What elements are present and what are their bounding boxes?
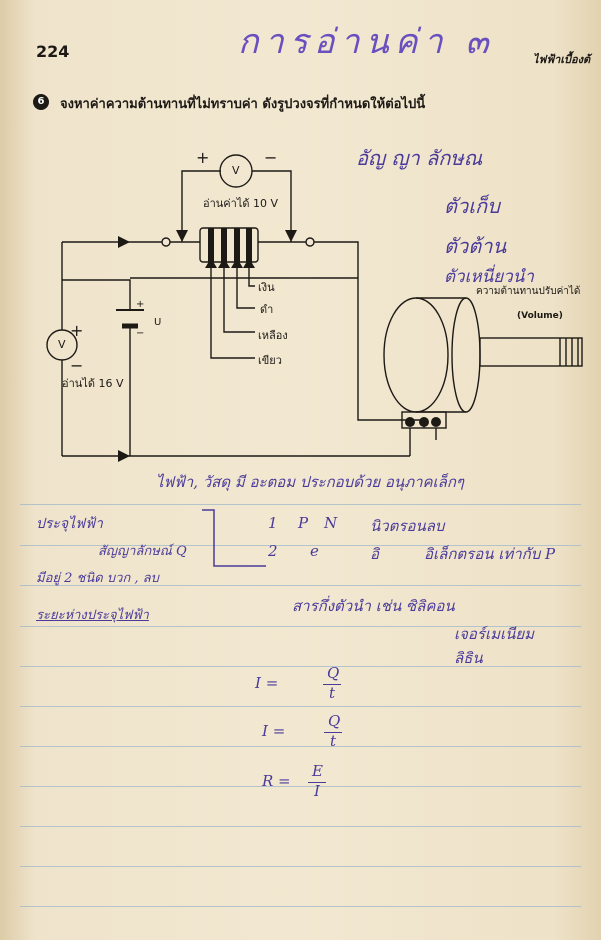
band-label-black: ดำ	[260, 303, 274, 316]
pot-label: ความต้านทานปรับค่าได้	[476, 286, 581, 297]
left-meter-minus: −	[70, 356, 84, 375]
formula-3-bar	[308, 782, 326, 783]
band1-arrow	[243, 258, 255, 268]
formula-3-num: E	[312, 762, 323, 780]
table-row2-e: e	[310, 542, 319, 560]
pot-lead-mid	[357, 278, 425, 428]
band-2	[234, 228, 240, 262]
table-row1-desc: นิวตรอนลบ	[370, 517, 445, 535]
top-meter-lead-right	[252, 170, 292, 242]
top-meter-plus: +	[196, 148, 210, 167]
band2-callout	[236, 262, 255, 309]
battery-plus: +	[136, 299, 145, 310]
note-semiconductor: สารกึ่งตัวนำ เช่น ซิลิคอน	[292, 597, 455, 615]
note-charge-distance: ระยะห่างประจุไฟฟ้า	[36, 608, 149, 623]
formula-1-den: t	[329, 684, 336, 702]
resistor-bands	[118, 228, 441, 462]
battery-symbol	[116, 309, 144, 329]
formula-3-den: I	[314, 782, 320, 800]
top-wire-right	[314, 241, 359, 278]
pot-pin-2	[419, 417, 429, 427]
table-row1-n: N	[324, 514, 338, 532]
note-germanium: เจอร์เมเนียม	[454, 625, 535, 643]
pot-pin-3	[431, 417, 441, 427]
formula-1-bar	[323, 684, 341, 685]
running-title: ไฟฟ้าเบื้องต้	[533, 53, 591, 66]
top-meter-minus: −	[264, 148, 278, 167]
pot-sublabel: (Volume)	[517, 311, 563, 321]
formula-2-den: t	[330, 732, 337, 750]
note-charge-symbol: สัญญาลักษณ์ Q	[98, 544, 187, 559]
pot-body-edges	[416, 297, 466, 413]
pot-shaft	[479, 337, 583, 367]
handwritten-title: การอ่านค่า ๓	[238, 22, 495, 62]
resistor-body	[199, 227, 259, 263]
lead-arrow-left	[176, 230, 188, 242]
note-intro-line: ไฟฟ้า, วัสดุ มี อะตอม ประกอบด้วย อนุภาคเ…	[156, 473, 464, 491]
band4-arrow	[205, 258, 217, 268]
band-3	[221, 228, 227, 262]
terminal-left	[161, 237, 171, 247]
band2-arrow	[231, 258, 243, 268]
band-label-green: เขียว	[258, 354, 282, 367]
note-resistor: ตัวต้าน	[444, 234, 507, 258]
table-row2-desc: อิเล็กตรอน เท่ากับ P	[424, 545, 556, 563]
top-voltmeter	[219, 154, 253, 188]
note-bracket	[202, 509, 266, 567]
table-row2-index: 2	[268, 542, 278, 560]
band3-callout	[223, 262, 255, 333]
pot-back-face	[451, 297, 481, 413]
left-meter-plus: +	[70, 321, 84, 340]
exercise-instruction: จงหาค่าความต้านทานที่ไม่ทราบค่า ดังรูปวง…	[60, 97, 426, 112]
pot-terminal-block	[401, 411, 447, 429]
formula-1-lhs: I =	[255, 674, 279, 692]
battery-minus: −	[136, 328, 145, 339]
exercise-number-badge: 6	[33, 94, 49, 110]
pot-pin-1	[405, 417, 415, 427]
band-1	[246, 228, 252, 262]
formula-2-bar	[324, 732, 342, 733]
formula-2-lhs: I =	[262, 722, 286, 740]
note-signal-symbol: อัญ ญา ลักษณ	[356, 146, 483, 170]
table-row2-e-thai: อิ	[370, 545, 380, 563]
battery-wire-top	[62, 279, 131, 310]
pot-shaft-knurl	[559, 338, 579, 366]
table-row1-index: 1	[268, 514, 278, 532]
top-meter-symbol: V	[232, 164, 240, 177]
pot-front-face	[383, 297, 449, 413]
band1-callout	[248, 262, 255, 287]
note-inductor: ตัวเหนี่ยวนำ	[444, 267, 534, 287]
current-arrow-top	[118, 236, 130, 248]
note-electric-charge: ประจุไฟฟ้า	[36, 516, 103, 532]
note-tin: ลิธิน	[454, 649, 483, 667]
formula-2-num: Q	[328, 712, 341, 730]
formula-1-num: Q	[327, 664, 340, 682]
current-arrow-bottom	[118, 450, 130, 462]
left-voltmeter	[46, 329, 78, 361]
band-label-silver: เงิน	[258, 281, 275, 294]
note-capacitor: ตัวเก็บ	[444, 194, 500, 218]
table-row1-p: P	[298, 514, 309, 532]
band-label-yellow: เหลือง	[258, 329, 288, 342]
exercise-number: 6	[37, 96, 45, 107]
band-4	[208, 228, 214, 262]
page-number: 224	[36, 42, 70, 61]
terminal-right	[305, 237, 315, 247]
left-meter-reading: อ่านได้ 16 V	[62, 377, 124, 390]
left-meter-symbol: V	[58, 338, 66, 351]
circuit-diagram	[46, 154, 583, 462]
formula-3-lhs: R =	[262, 772, 291, 790]
lead-arrow-right	[285, 230, 297, 242]
top-meter-reading: อ่านค่าได้ 10 V	[203, 197, 279, 210]
note-charge-types: มีอยู่ 2 ชนิด บวก , ลบ	[36, 571, 159, 586]
band3-arrow	[218, 258, 230, 268]
top-meter-lead-left	[181, 170, 221, 242]
band4-callout	[210, 262, 255, 359]
battery-label: U	[154, 317, 162, 328]
